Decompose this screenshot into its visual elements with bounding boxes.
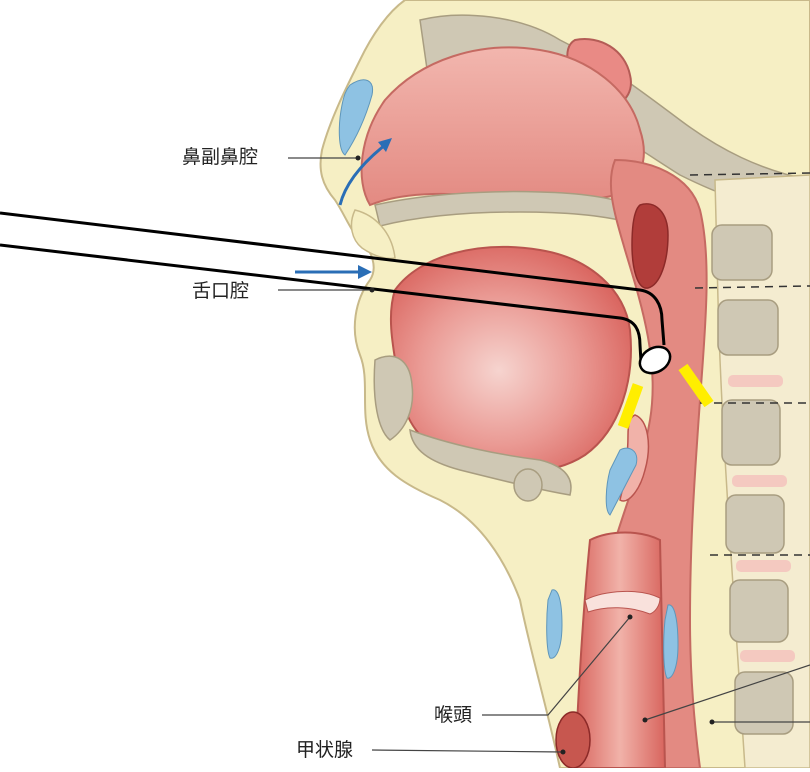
neck-blue-vessel-2: [664, 605, 678, 678]
leader-thyroid: [372, 750, 563, 752]
label-larynx: 喉頭: [434, 704, 472, 726]
label-thyroid: 甲状腺: [296, 739, 353, 761]
label-nasal-cavity: 鼻副鼻腔: [182, 146, 258, 168]
thyroid-gland: [556, 712, 590, 768]
neck-blue-vessel-1: [547, 590, 562, 658]
oral-airflow-arrow: [295, 265, 372, 279]
hyoid-bone: [514, 469, 542, 501]
label-oral-cavity: 舌口腔: [192, 280, 249, 302]
